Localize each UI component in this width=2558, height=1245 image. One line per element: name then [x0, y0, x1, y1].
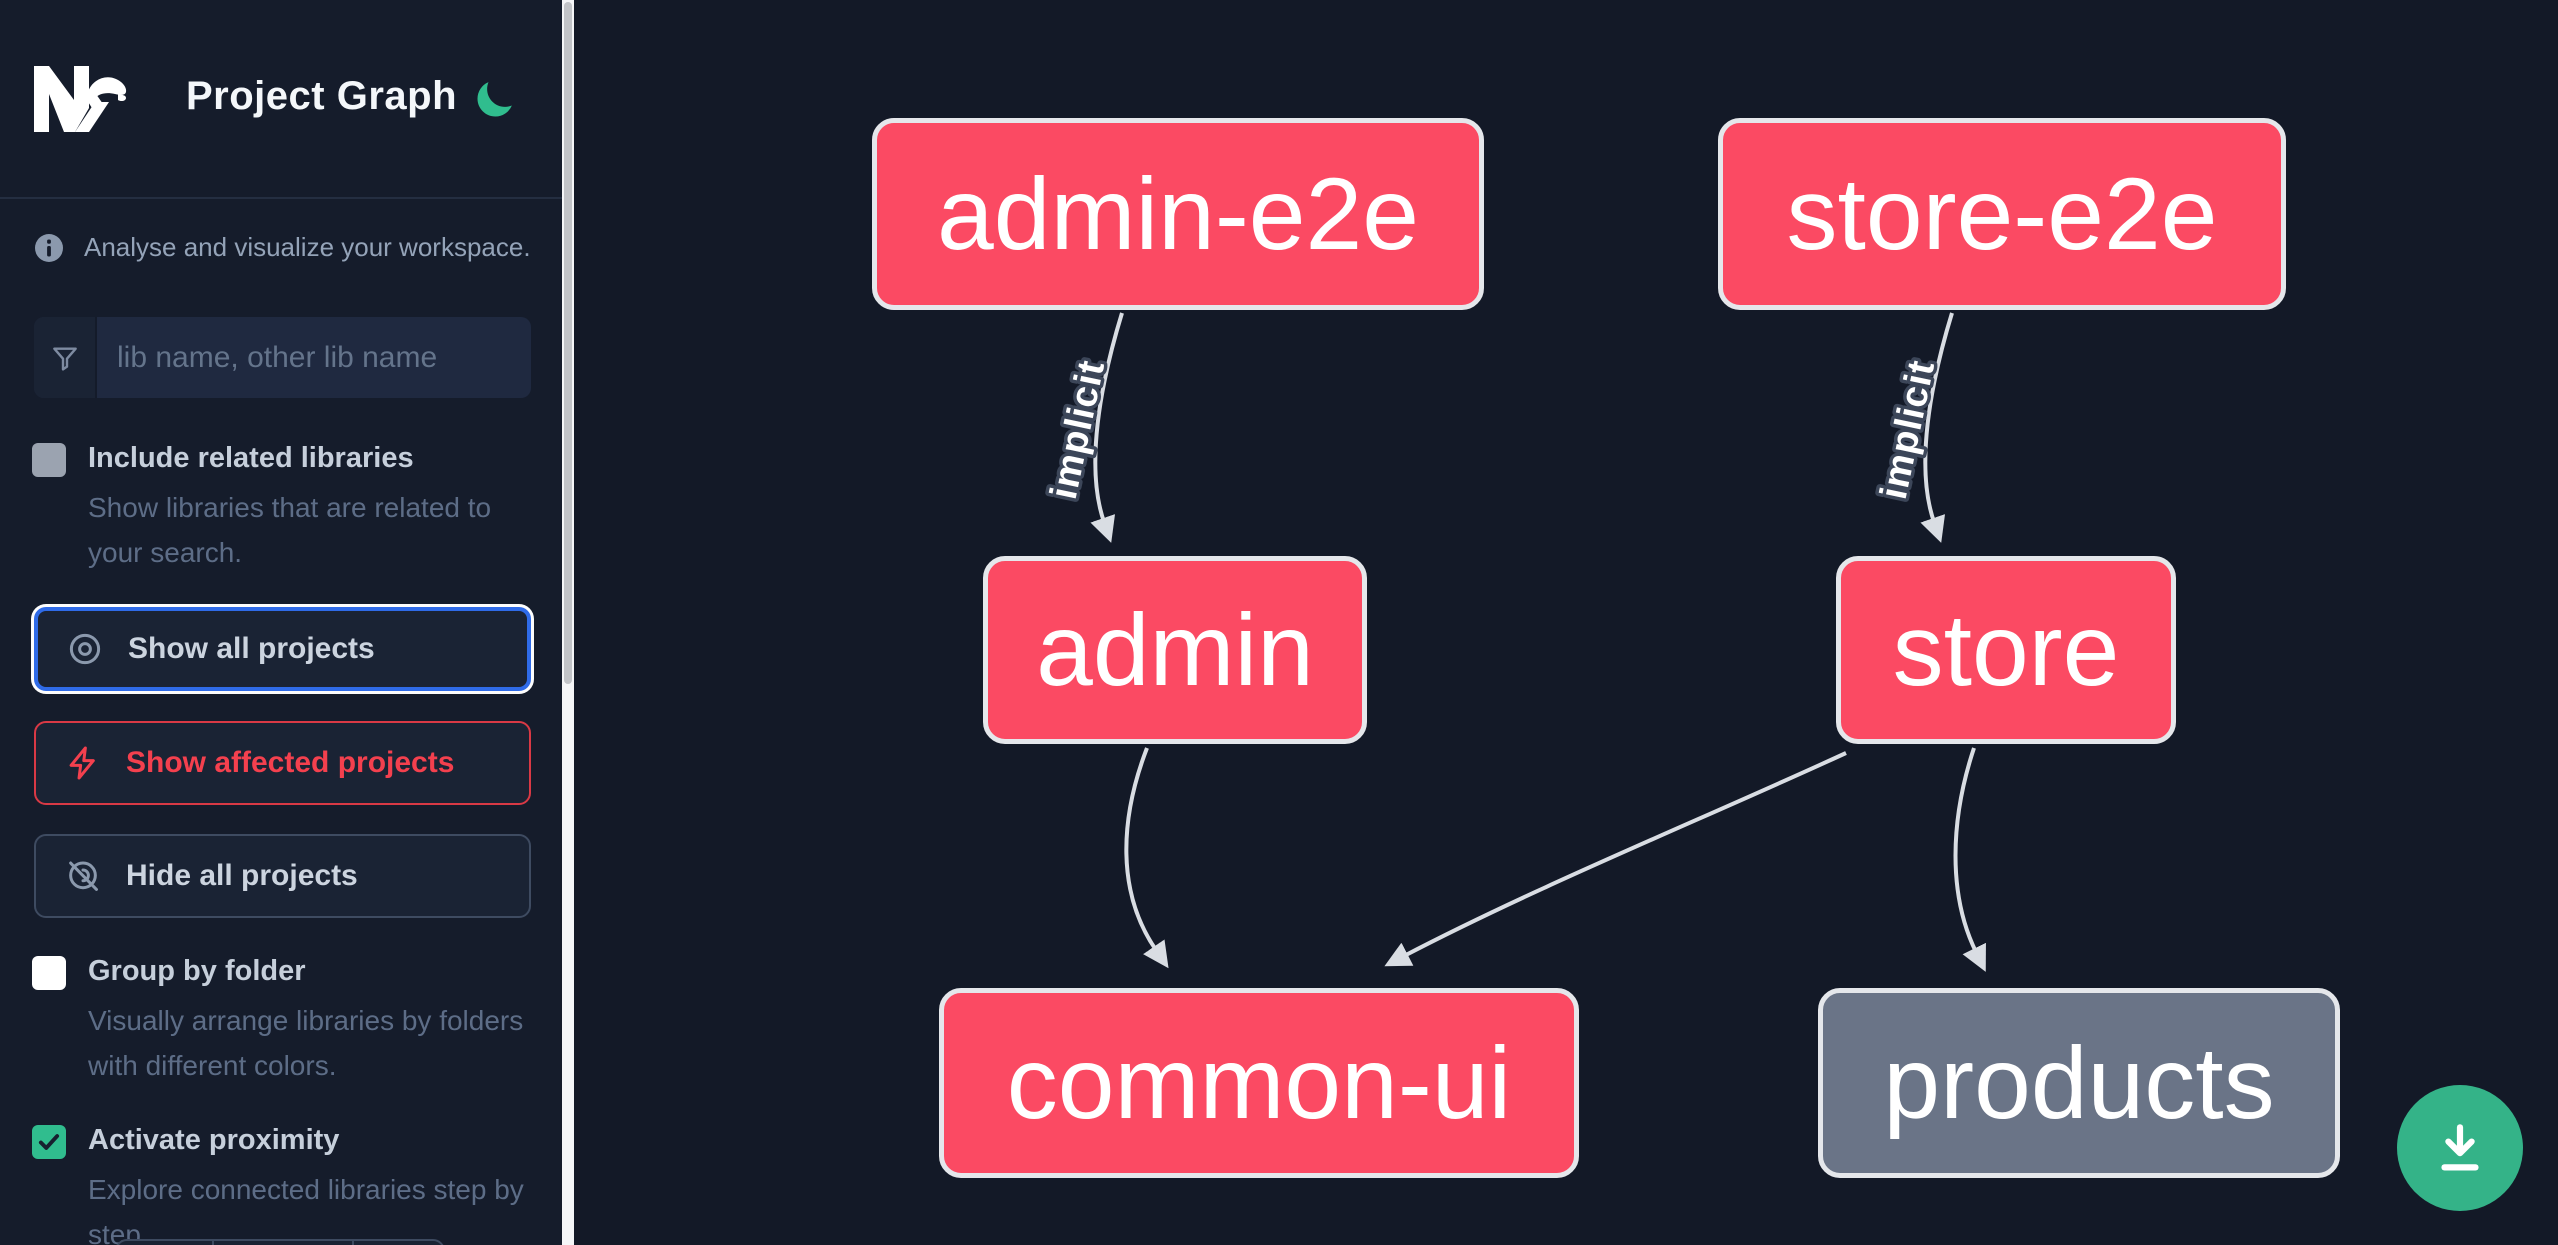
filter-icon — [34, 317, 97, 398]
show-affected-projects-button[interactable]: Show affected projects — [34, 721, 531, 805]
proximity-increment[interactable] — [352, 1241, 445, 1245]
show-all-projects-button[interactable]: Show all projects — [34, 607, 531, 691]
sidebar-header: Project Graph — [0, 0, 562, 199]
proximity-stepper[interactable] — [115, 1239, 445, 1245]
edge-admin-to-common-ui — [1124, 747, 1169, 969]
search-input[interactable] — [97, 317, 531, 398]
eye-off-icon — [64, 857, 102, 895]
proximity-value — [212, 1241, 352, 1245]
graph-node-products[interactable]: products — [1818, 988, 2340, 1178]
show-affected-projects-label: Show affected projects — [126, 746, 455, 779]
search-box — [34, 317, 531, 398]
show-all-projects-label: Show all projects — [128, 632, 375, 665]
nx-logo-icon[interactable] — [30, 62, 134, 132]
graph-node-store-e2e[interactable]: store-e2e — [1718, 118, 2286, 310]
include-related-checkbox[interactable] — [32, 443, 66, 477]
checkbox-row-group-by-folder: Group by folder Visually arrange librari… — [32, 954, 532, 1088]
group-by-folder-label[interactable]: Group by folder — [88, 955, 306, 987]
edge-store-to-products — [1953, 747, 1986, 972]
hide-all-projects-button[interactable]: Hide all projects — [34, 834, 531, 918]
hide-all-projects-label: Hide all projects — [126, 859, 358, 892]
activate-proximity-checkbox[interactable] — [32, 1125, 66, 1159]
edge-admin-e2e-to-admin — [1090, 312, 1124, 543]
theme-toggle-button[interactable] — [472, 76, 520, 124]
scrollbar-thumb[interactable] — [564, 2, 572, 684]
graph-node-admin[interactable]: admin — [983, 556, 1367, 744]
edge-label-admin-e2e-to-admin: implicit — [1043, 356, 1113, 503]
proximity-decrement[interactable] — [117, 1241, 212, 1245]
bolt-icon — [64, 744, 102, 782]
sidebar: Project Graph Analyse and visualize your… — [0, 0, 562, 1245]
moon-icon — [472, 78, 520, 122]
workspace-info: Analyse and visualize your workspace. — [34, 232, 531, 263]
graph-node-common-ui[interactable]: common-ui — [939, 988, 1579, 1178]
edge-label-store-e2e-to-store: implicit — [1873, 356, 1943, 503]
include-related-label[interactable]: Include related libraries — [88, 442, 414, 474]
eye-icon — [66, 630, 104, 668]
edge-store-e2e-to-store — [1920, 312, 1954, 543]
download-graph-button[interactable] — [2397, 1085, 2523, 1211]
info-icon — [34, 233, 64, 263]
include-related-description: Show libraries that are related to your … — [88, 492, 492, 568]
group-by-folder-checkbox[interactable] — [32, 956, 66, 990]
checkbox-row-include-related: Include related libraries Show libraries… — [32, 441, 532, 575]
group-by-folder-description: Visually arrange libraries by folders wi… — [88, 1005, 524, 1081]
sidebar-scrollbar[interactable] — [562, 0, 574, 1245]
activate-proximity-description: Explore connected libraries step by step… — [88, 1174, 524, 1245]
download-icon — [2429, 1117, 2491, 1179]
checkbox-row-activate-proximity: Activate proximity Explore connected lib… — [32, 1123, 532, 1245]
workspace-info-text: Analyse and visualize your workspace. — [84, 232, 531, 262]
activate-proximity-label[interactable]: Activate proximity — [88, 1124, 340, 1156]
page-title: Project Graph — [186, 74, 458, 118]
edge-store-to-common-ui — [1384, 751, 1847, 967]
graph-node-admin-e2e[interactable]: admin-e2e — [872, 118, 1484, 310]
graph-node-store[interactable]: store — [1836, 556, 2176, 744]
check-icon — [38, 1134, 60, 1150]
